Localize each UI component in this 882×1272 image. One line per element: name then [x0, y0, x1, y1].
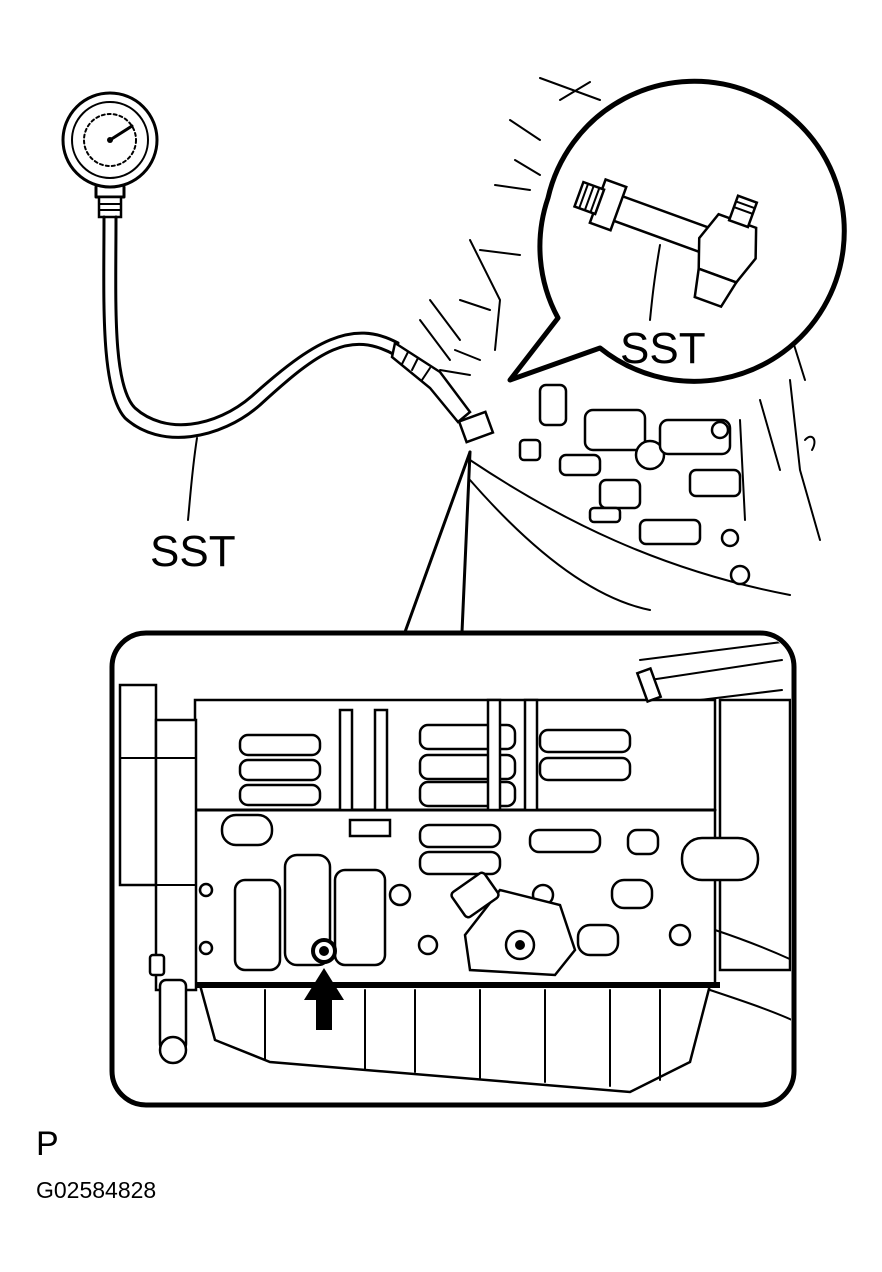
- detail-leader-left: [403, 450, 472, 634]
- gauge-hose: [102, 215, 495, 444]
- adapter-detail-callout: SST: [507, 78, 847, 384]
- valve-body-detail: [109, 630, 797, 1108]
- inset-callout-label: SST: [620, 324, 706, 373]
- gauge-callout-line: [187, 437, 198, 521]
- view-code: P: [36, 1125, 59, 1163]
- pressure-gauge-icon: [61, 91, 159, 219]
- transmission-body-sketch: [419, 77, 821, 611]
- gauge-callout-label: SST: [150, 527, 236, 576]
- detail-leader-right: [460, 450, 472, 634]
- figure-code: G02584828: [36, 1177, 156, 1203]
- up-arrow-icon: [304, 968, 344, 1030]
